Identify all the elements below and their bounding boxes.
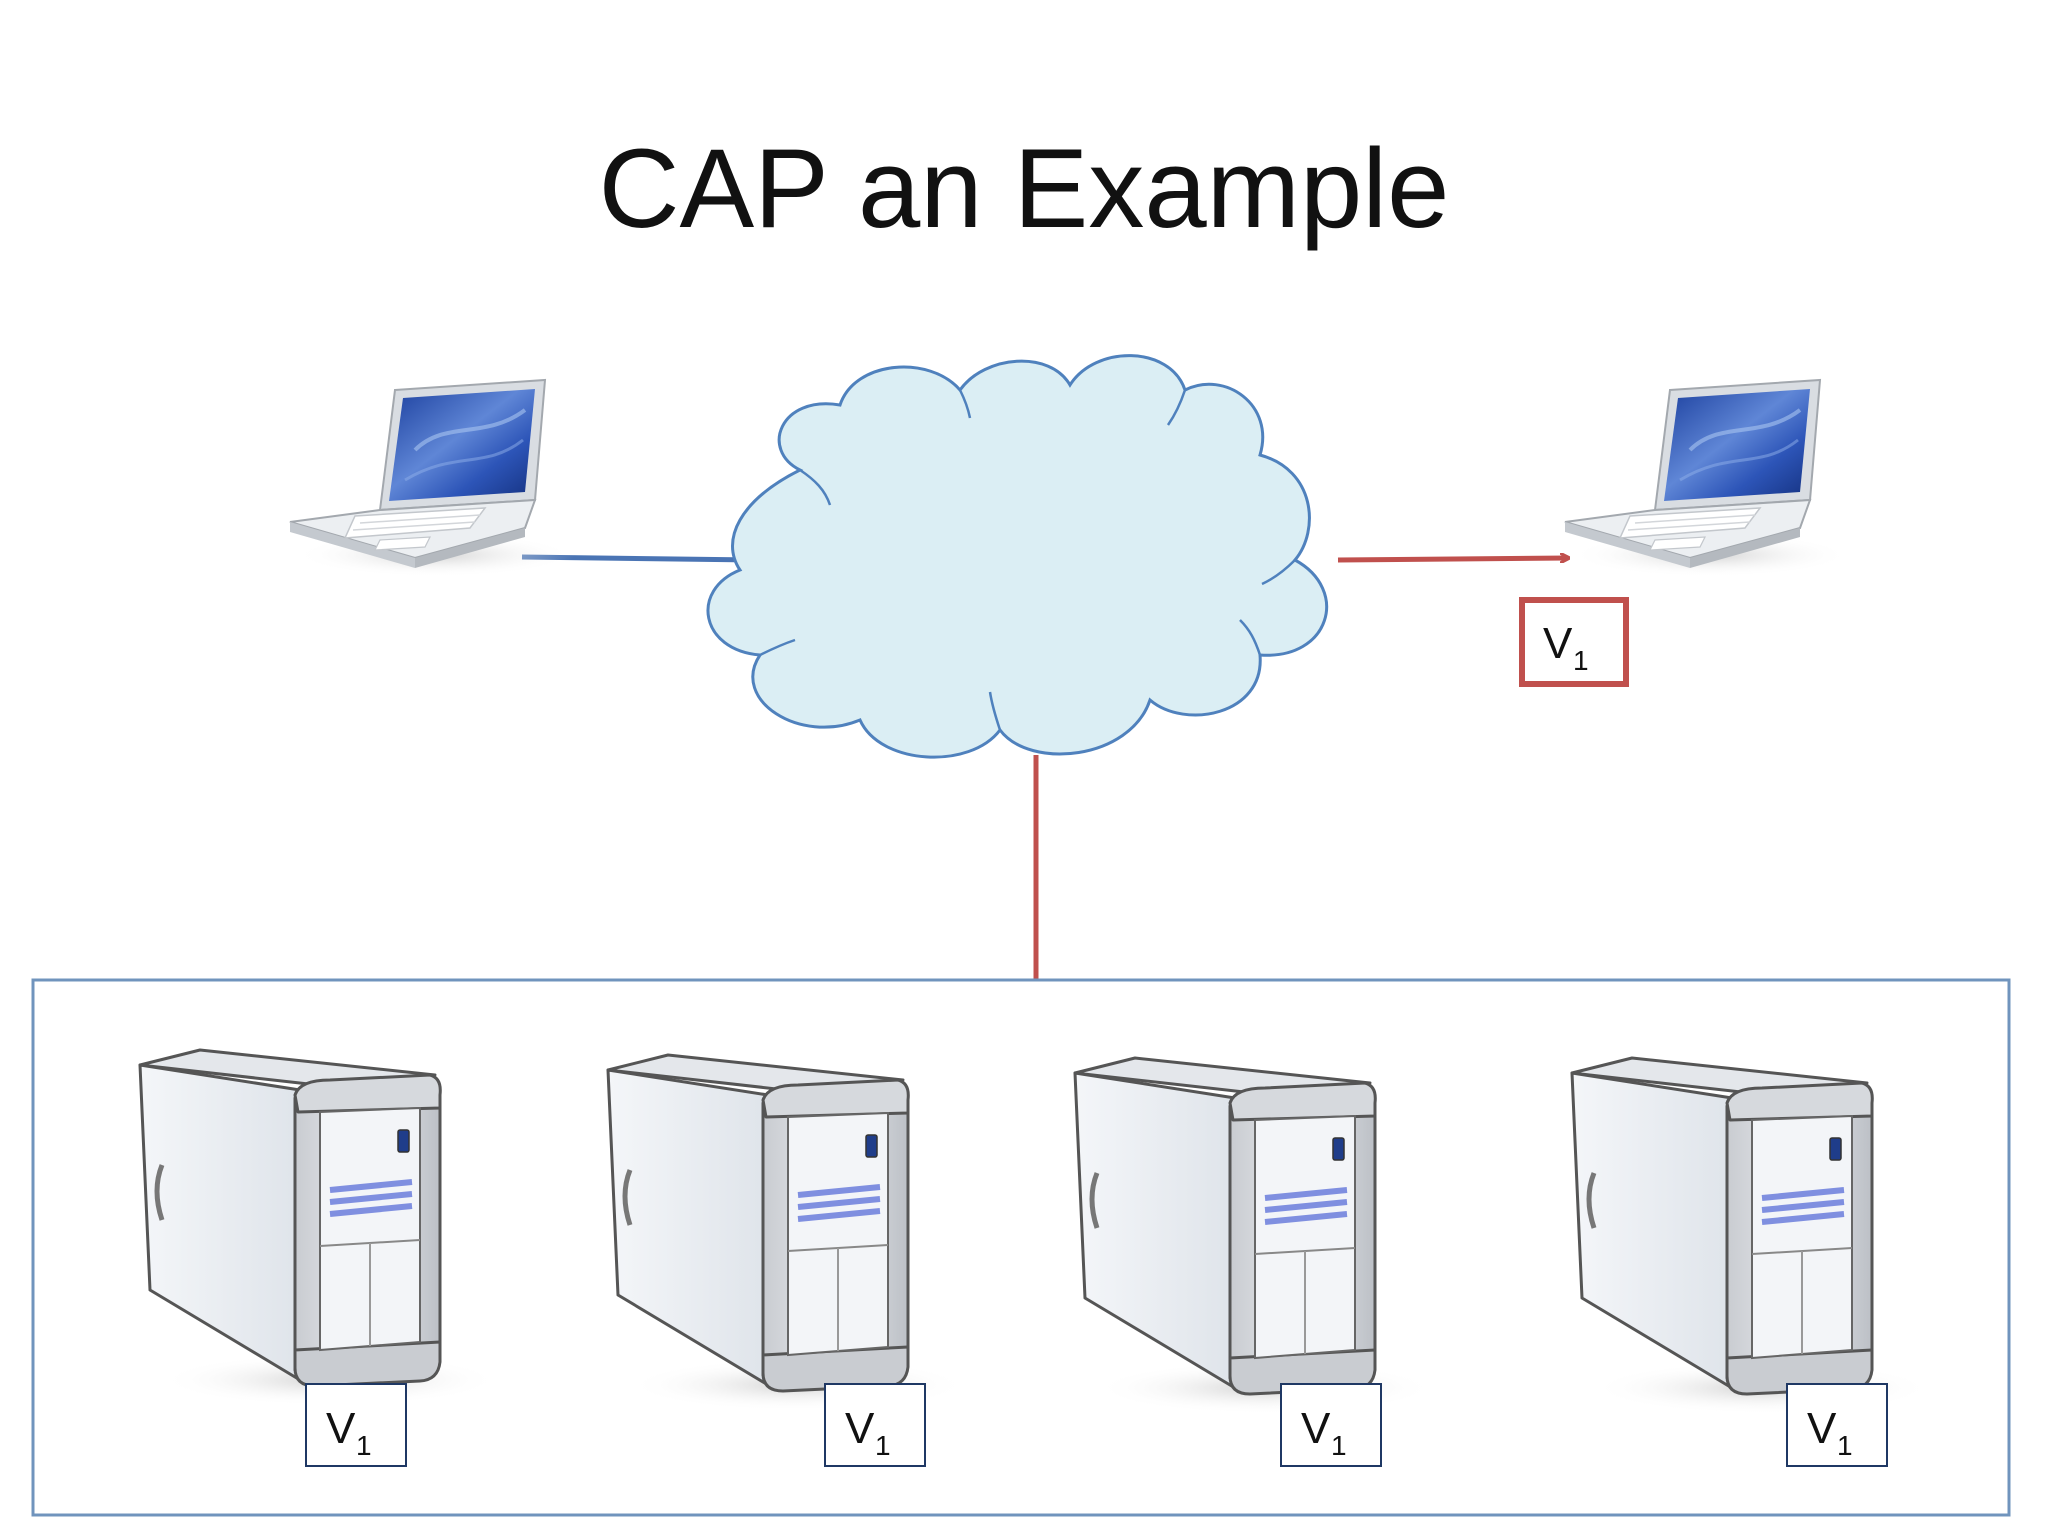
server-tower-icon xyxy=(140,1050,500,1406)
laptop-icon xyxy=(1563,378,1852,579)
server-version-label: V 1 xyxy=(1786,1383,1888,1467)
server-version-label: V 1 xyxy=(305,1383,407,1467)
svg-text:V: V xyxy=(1807,1404,1837,1453)
server-tower-icon xyxy=(608,1055,968,1411)
server-tower-icon xyxy=(1075,1058,1435,1414)
svg-text:1: 1 xyxy=(875,1430,891,1461)
svg-text:1: 1 xyxy=(1331,1430,1347,1461)
cloud-icon xyxy=(706,354,1329,759)
server-version-label: V 1 xyxy=(1280,1383,1382,1467)
svg-text:1: 1 xyxy=(1573,645,1589,676)
server-tower-icon xyxy=(1572,1058,1932,1414)
server-version-label: V 1 xyxy=(824,1383,926,1467)
server-3: V 1 xyxy=(1075,1058,1435,1467)
svg-text:1: 1 xyxy=(1837,1430,1853,1461)
server-2: V 1 xyxy=(608,1055,968,1467)
server-1: V 1 xyxy=(140,1050,500,1467)
server-cluster xyxy=(31,978,2011,1517)
svg-text:V: V xyxy=(1543,619,1573,668)
slide-title: CAP an Example xyxy=(598,126,1450,251)
client-version-label: V 1 xyxy=(1519,597,1629,687)
svg-text:V: V xyxy=(845,1404,875,1453)
svg-text:V: V xyxy=(326,1404,356,1453)
svg-text:V: V xyxy=(1301,1404,1331,1453)
right-client-link xyxy=(1337,558,1568,560)
server-4: V 1 xyxy=(1572,1058,1932,1467)
laptop-icon xyxy=(288,378,577,579)
svg-text:1: 1 xyxy=(356,1430,372,1461)
